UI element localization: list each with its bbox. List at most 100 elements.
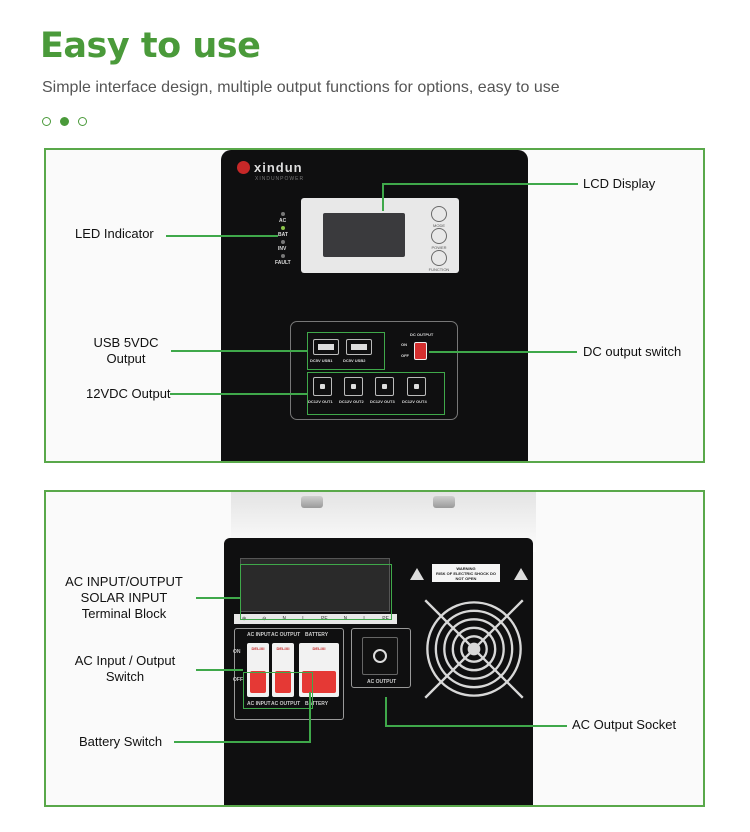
callout-line-lcd-h [382, 183, 578, 185]
callout-line-12vdc [170, 393, 307, 395]
battery-breaker[interactable]: DELIXI [299, 643, 339, 697]
callout-terminal-line3: Terminal Block [81, 606, 167, 621]
callout-ac-switch-line1: AC Input / Output [74, 653, 176, 668]
brand-logo: xindun [237, 160, 303, 175]
dc12-port-1[interactable] [313, 377, 332, 396]
warning-sticker: WARNING RISK OF ELECTRIC SHOCK DO NOT OP… [432, 564, 500, 582]
callout-usb-output: USB 5VDC Output [91, 335, 161, 367]
brand-name: xindun [254, 160, 303, 175]
inverter-back: ⊕ ⊖ N L PE N L PE ON OFF AC INPUT AC OUT… [224, 538, 533, 805]
brand-sub: XINDUNPOWER [255, 176, 305, 182]
carousel-pager [42, 117, 87, 126]
lcd-frame: MODE POWER FUNCTION [301, 198, 459, 273]
dc12-port-3-label: DC12V OUT3 [370, 399, 395, 404]
terminal-highlight [240, 564, 392, 620]
breaker-3-bottom-label: BATTERY [305, 701, 329, 707]
callout-ac-switch: AC Input / Output Switch [60, 653, 190, 685]
led-bat-label: BAT [278, 232, 288, 238]
shock-warning-icon [410, 568, 424, 580]
back-panel-figure: ⊕ ⊖ N L PE N L PE ON OFF AC INPUT AC OUT… [44, 490, 705, 807]
dc-output-switch[interactable] [414, 342, 427, 360]
fan-grille-icon [424, 599, 524, 699]
breaker-1-top-label: AC INPUT [247, 632, 271, 638]
callout-led-indicator: LED Indicator [75, 226, 154, 241]
led-ac-icon [281, 212, 285, 216]
led-fault-label: FAULT [275, 260, 291, 266]
mode-button[interactable] [431, 206, 447, 222]
dc-output-panel: DC5V USB1 DC5V USB2 DC OUTPUT ON OFF DC1… [290, 321, 458, 420]
callout-line-battery-h [174, 741, 310, 743]
usb-port-2[interactable] [346, 339, 372, 355]
dc12-port-1-label: DC12V OUT1 [308, 399, 333, 404]
breaker-1-bottom-label: AC INPUT [247, 701, 271, 707]
callout-terminal-block: AC INPUT/OUTPUT SOLAR INPUT Terminal Blo… [59, 574, 189, 622]
led-bat-icon [281, 226, 285, 230]
callout-line-lcd-v [382, 183, 384, 211]
dc12-highlight [307, 372, 445, 415]
battery-toggle[interactable] [302, 671, 336, 693]
led-inv-icon [281, 240, 285, 244]
function-button[interactable] [431, 250, 447, 266]
ac-output-socket-box: AC OUTPUT [351, 628, 411, 688]
function-label: FUNCTION [428, 267, 450, 272]
led-ac-label: AC [279, 218, 287, 224]
callout-line-usb [171, 350, 307, 352]
ac-input-breaker[interactable]: DELIXI [247, 643, 269, 697]
usb-highlight [307, 332, 385, 370]
callout-ac-switch-line2: Switch [105, 669, 145, 684]
usb-port-1[interactable] [313, 339, 339, 355]
breaker-2-top-label: AC OUTPUT [271, 632, 301, 638]
breaker-1-brand: DELIXI [251, 646, 265, 651]
warning-title: WARNING [456, 566, 476, 571]
dc12-port-3[interactable] [375, 377, 394, 396]
callout-usb-line2: Output [106, 351, 146, 366]
callout-terminal-line2: SOLAR INPUT [80, 590, 168, 605]
callout-line-battery-v [309, 692, 311, 743]
callout-line-led [166, 235, 278, 237]
usb-port-2-label: DC5V USB2 [343, 358, 366, 363]
led-inv-label: INV [278, 246, 287, 252]
dc-switch-off: OFF [401, 353, 409, 358]
top-knob-left [301, 496, 323, 508]
pager-dot-1[interactable] [42, 117, 51, 126]
breaker-2-bottom-label: AC OUTPUT [271, 701, 301, 707]
dc-switch-title: DC OUTPUT [410, 332, 434, 337]
caution-icon [514, 568, 528, 580]
callout-dc-output-switch: DC output switch [583, 344, 682, 359]
power-button[interactable] [431, 228, 447, 244]
warning-text: RISK OF ELECTRIC SHOCK DO NOT OPEN [435, 571, 496, 581]
callout-battery-switch: Battery Switch [79, 734, 163, 749]
callout-12vdc-output: 12VDC Output [86, 386, 171, 401]
breaker-2-brand: DELIXI [276, 646, 290, 651]
pager-dot-3[interactable] [78, 117, 87, 126]
inverter-front: xindun XINDUNPOWER AC BAT INV FAULT MODE… [221, 150, 528, 461]
callout-lcd-display: LCD Display [583, 176, 656, 191]
breaker-off-label: OFF [233, 677, 243, 683]
callout-line-ac-switch [196, 669, 243, 671]
breaker-3-brand: DELIXI [312, 646, 326, 651]
page-subtitle: Simple interface design, multiple output… [42, 79, 560, 96]
dc-switch-on: ON [401, 342, 407, 347]
dc12-port-2[interactable] [344, 377, 363, 396]
dc12-port-2-label: DC12V OUT2 [339, 399, 364, 404]
lcd-screen [323, 213, 405, 257]
front-panel-figure: xindun XINDUNPOWER AC BAT INV FAULT MODE… [44, 148, 705, 463]
breaker-on-label: ON [233, 649, 241, 655]
ac-output-socket[interactable] [362, 637, 398, 675]
callout-line-dc-switch [429, 351, 577, 353]
ac-input-toggle[interactable] [250, 671, 266, 693]
pager-dot-2-active[interactable] [60, 117, 69, 126]
breaker-area: ON OFF AC INPUT AC OUTPUT BATTERY DELIXI… [233, 628, 344, 720]
top-knob-right [433, 496, 455, 508]
page-title: Easy to use [40, 26, 261, 66]
dc12-port-4-label: DC12V OUT4 [402, 399, 427, 404]
callout-usb-line1: USB 5VDC [93, 335, 159, 350]
ac-output-breaker[interactable]: DELIXI [272, 643, 294, 697]
ac-output-toggle[interactable] [275, 671, 291, 693]
callout-line-socket-v [385, 697, 387, 727]
callout-line-terminal [196, 597, 241, 599]
breaker-3-top-label: BATTERY [305, 632, 329, 638]
dc12-port-4[interactable] [407, 377, 426, 396]
socket-label: AC OUTPUT [367, 679, 397, 685]
terminal-block-cover [240, 558, 390, 612]
